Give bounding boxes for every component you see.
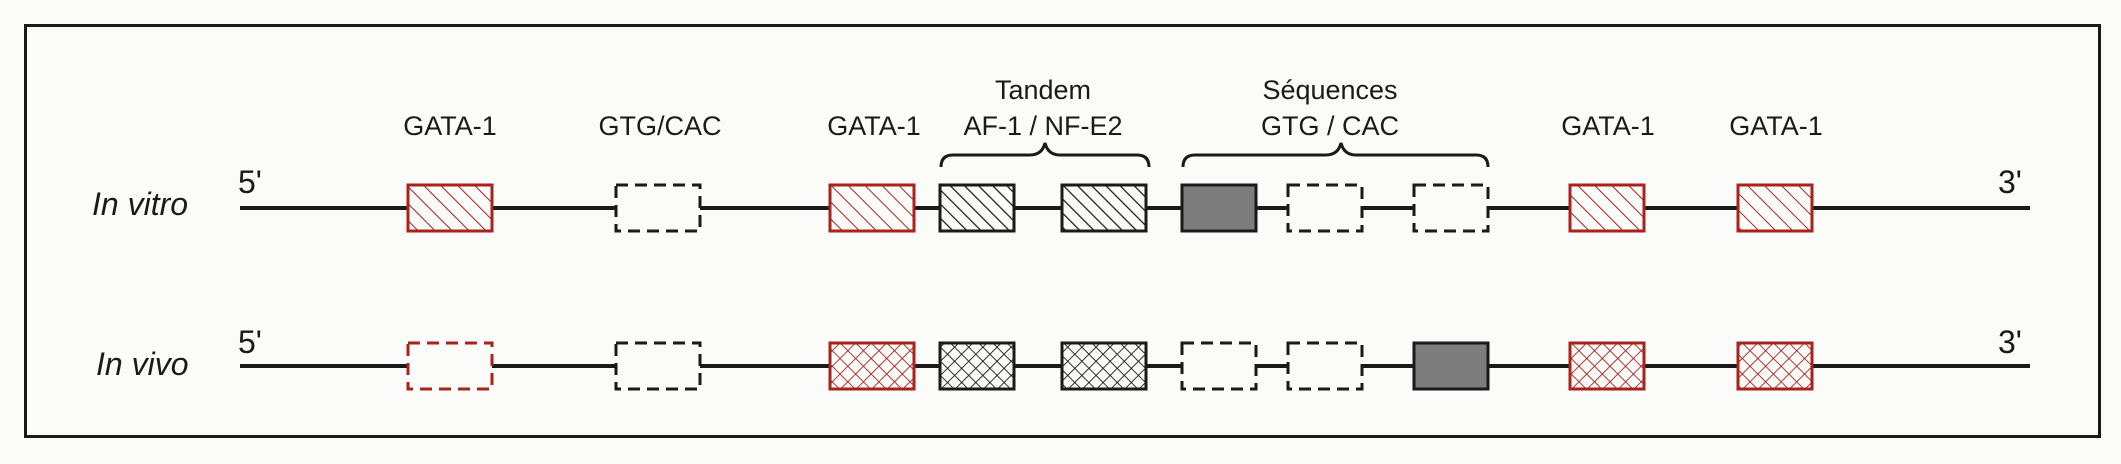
label-tandem: Tandem (994, 75, 1092, 105)
label-gtg-cac: GTG/CAC (598, 111, 722, 141)
element-box-seq-1-in-vivo (1180, 341, 1258, 391)
element-box-seq-1-in-vitro (1180, 183, 1258, 233)
element-box-gata1-b-in-vivo (828, 341, 916, 391)
element-box-gtg-cac-a-in-vitro (614, 183, 702, 233)
row-label-in-vitro: In vitro (92, 186, 189, 222)
label-gata1-1: GATA-1 (403, 111, 497, 141)
element-box-gtg-cac-a-in-vivo (614, 341, 702, 391)
element-box-nfe2-in-vitro (1060, 183, 1148, 233)
element-box-seq-3-in-vitro (1412, 183, 1490, 233)
brace-sequences (1181, 142, 1490, 168)
three-prime-in-vitro: 3' (1998, 164, 2022, 200)
label-gtg-cac-seq: GTG / CAC (1260, 111, 1399, 141)
element-box-gata1-d-in-vitro (1736, 183, 1814, 233)
element-box-gata1-d-in-vivo (1736, 341, 1814, 391)
element-box-seq-2-in-vitro (1286, 183, 1364, 233)
five-prime-in-vitro: 5' (238, 164, 262, 200)
element-box-gata1-a-in-vivo (406, 341, 494, 391)
element-box-gata1-b-in-vitro (828, 183, 916, 233)
element-box-gata1-c-in-vitro (1568, 183, 1646, 233)
element-box-seq-3-in-vivo (1412, 341, 1490, 391)
element-box-gata1-c-in-vivo (1568, 341, 1646, 391)
label-sequences: Séquences (1262, 75, 1398, 105)
label-gata1-2: GATA-1 (827, 111, 921, 141)
brace-tandem (939, 142, 1151, 168)
diagram-frame (24, 24, 2101, 438)
three-prime-in-vivo: 3' (1998, 324, 2022, 360)
label-af1-nfe2: AF-1 / NF-E2 (963, 111, 1123, 141)
element-box-seq-2-in-vivo (1286, 341, 1364, 391)
row-label-in-vivo: In vivo (96, 346, 189, 382)
element-box-gata1-a-in-vitro (406, 183, 494, 233)
element-box-nfe2-in-vivo (1060, 341, 1148, 391)
label-gata1-3: GATA-1 (1561, 111, 1655, 141)
element-box-af1-in-vivo (938, 341, 1016, 391)
element-box-af1-in-vitro (938, 183, 1016, 233)
five-prime-in-vivo: 5' (238, 324, 262, 360)
label-gata1-4: GATA-1 (1729, 111, 1823, 141)
